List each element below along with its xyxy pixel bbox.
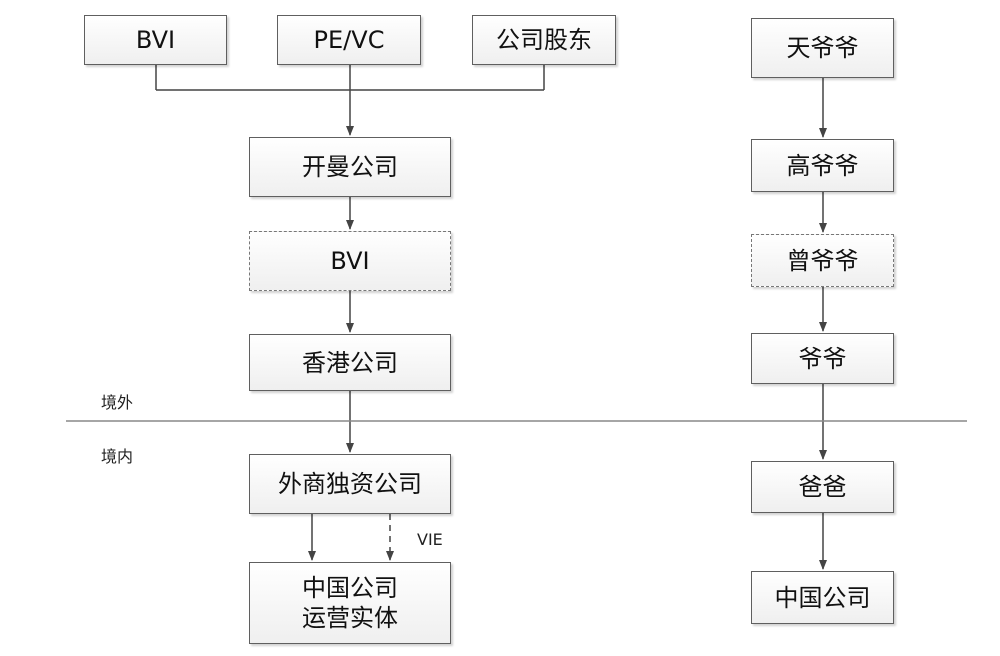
box-grandfather: 爷爷	[751, 333, 894, 384]
box-label: 公司股东	[496, 26, 592, 54]
box-china-company-right: 中国公司	[751, 571, 894, 624]
box-label: 天爷爷	[786, 34, 859, 62]
box-label: 爷爷	[798, 344, 847, 373]
box-label: 中国公司	[774, 583, 871, 612]
box-wofe: 外商独资公司	[249, 454, 451, 514]
box-label-line1: 中国公司	[302, 574, 398, 602]
box-label: BVI	[330, 247, 370, 275]
box-great-grandfather: 高爷爷	[751, 139, 894, 192]
box-father: 爸爸	[751, 461, 894, 513]
box-hongkong-company: 香港公司	[249, 334, 451, 391]
vie-label: VIE	[417, 530, 443, 549]
box-label: PE/VC	[313, 26, 385, 54]
box-label: 香港公司	[302, 348, 398, 377]
box-grandfather-dashed: 曾爷爷	[751, 234, 894, 287]
box-bvi-middle: BVI	[249, 231, 451, 291]
box-label: 高爷爷	[786, 151, 859, 180]
box-company-shareholders: 公司股东	[472, 15, 616, 65]
box-pe-vc: PE/VC	[277, 15, 421, 65]
box-label: 开曼公司	[302, 153, 398, 181]
box-label: BVI	[135, 26, 176, 54]
box-cayman-company: 开曼公司	[249, 137, 451, 197]
box-label: 外商独资公司	[278, 470, 422, 498]
box-bvi-top: BVI	[84, 15, 227, 65]
onshore-label: 境内	[101, 447, 134, 466]
box-china-operating-entity: 中国公司 运营实体	[249, 562, 451, 644]
box-great-great-grandfather: 天爷爷	[751, 18, 894, 78]
box-label: 爸爸	[798, 473, 847, 501]
box-label-line2: 运营实体	[302, 604, 398, 632]
box-label: 曾爷爷	[786, 246, 859, 275]
offshore-label: 境外	[101, 393, 134, 412]
